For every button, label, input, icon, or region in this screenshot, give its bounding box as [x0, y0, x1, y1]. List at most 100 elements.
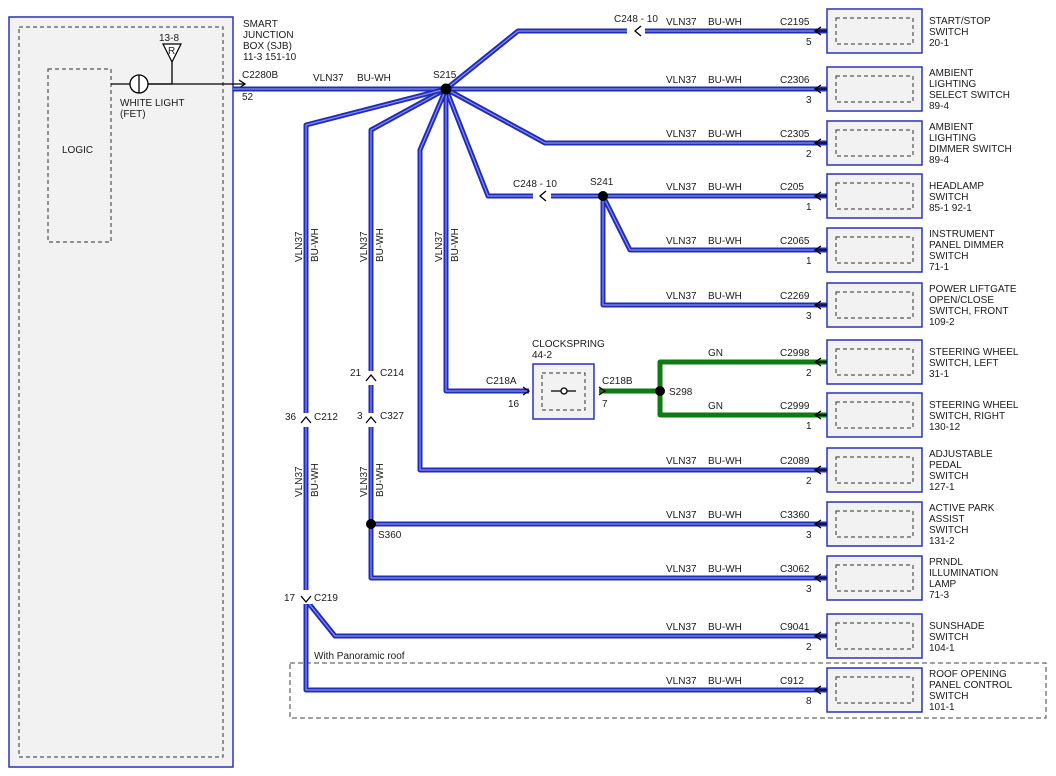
clockspring-title: CLOCKSPRING [532, 339, 605, 350]
c327-label: C327 [380, 411, 404, 422]
inline-connector-c248-mid: C248 - 10 [513, 179, 557, 202]
component-name-line: ASSIST [929, 514, 965, 525]
smart-junction-box: LOGIC R 13-8 WHITE LIGHT (FET) SMART JUN… [8, 16, 297, 768]
clockspring-right-pin: 7 [602, 399, 608, 410]
wire-core [305, 599, 827, 637]
inline-connector-c214: C214 21 [350, 368, 404, 385]
c248-top-label: C248 - 10 [614, 14, 658, 25]
component-name-line: PRNDL [929, 557, 963, 568]
component-name-line: HEADLAMP [929, 181, 984, 192]
component-inner [835, 17, 914, 45]
c248-mid-label: C248 - 10 [513, 179, 557, 190]
component-wire-color: BU-WH [708, 564, 742, 575]
component-pin: 5 [806, 37, 812, 48]
component-name-line: 31-1 [929, 369, 949, 380]
splice-s241-label: S241 [590, 177, 614, 188]
vlabel-d-color: BU-WH [310, 463, 321, 497]
ref-page: 13-8 [159, 33, 179, 44]
output-label-line2: (FET) [120, 109, 146, 120]
component-connector: C9041 [780, 622, 810, 633]
main-wire-circuit: VLN37 [313, 73, 344, 84]
output-label-line1: WHITE LIGHT [120, 98, 184, 109]
component-name-line: SWITCH [929, 192, 968, 203]
component-name-line: SWITCH [929, 251, 968, 262]
component-wire-circuit: VLN37 [666, 182, 697, 193]
component-inner [835, 564, 914, 592]
component-wire-color: BU-WH [708, 236, 742, 247]
c248-top-icon [633, 25, 642, 37]
component-name-line: 20-1 [929, 38, 949, 49]
component-connector: C3062 [780, 564, 810, 575]
inline-connector-c219: C219 17 [284, 590, 338, 604]
wire-core [445, 89, 529, 392]
component-name-line: SWITCH [929, 691, 968, 702]
component-name-line: 71-3 [929, 590, 949, 601]
component-name-line: LIGHTING [929, 133, 976, 144]
component-connector: C2089 [780, 456, 810, 467]
component-wire-circuit: VLN37 [666, 17, 697, 28]
vlabel-b-circuit: VLN37 [359, 231, 370, 262]
splice-s215 [440, 83, 452, 95]
wire-segment [304, 598, 827, 639]
component-name-line: 101-1 [929, 702, 955, 713]
component-inner [835, 348, 914, 376]
c214-gap [365, 371, 377, 385]
c248-mid-gap [533, 190, 551, 202]
splice-s215-label: S215 [433, 70, 457, 81]
component-pin: 3 [806, 311, 812, 322]
component-connector: C912 [780, 676, 804, 687]
wire-segment [444, 86, 827, 146]
clockspring: CLOCKSPRING 44-2 C218A 16 C218B 7 [486, 339, 633, 420]
component-name-line: SWITCH, FRONT [929, 306, 1008, 317]
component-wire-circuit: VLN37 [666, 236, 697, 247]
clockspring-left-conn-icon [522, 386, 531, 396]
component-box [826, 613, 923, 659]
wire-core [370, 88, 827, 579]
component-inner [835, 676, 914, 704]
wire-core [445, 88, 827, 144]
component-inner [835, 291, 914, 319]
vlabel-b-color: BU-WH [375, 228, 386, 262]
component-inner [835, 622, 914, 650]
component-connector: C205 [780, 182, 804, 193]
component-wire-color: BU-WH [708, 510, 742, 521]
component-name-line: AMBIENT [929, 68, 973, 79]
component-pin: 2 [806, 476, 812, 487]
component-connector: C2306 [780, 75, 810, 86]
c219-pin: 17 [284, 593, 296, 604]
component-connector: C2305 [780, 129, 810, 140]
c219-gap [300, 590, 312, 604]
vlabel-e-circuit: VLN37 [359, 466, 370, 497]
c214-label: C214 [380, 368, 404, 379]
component-inner [835, 129, 914, 157]
vlabel-c-circuit: VLN37 [434, 231, 445, 262]
component-name-line: PANEL CONTROL [929, 680, 1013, 691]
component-name-line: SWITCH [929, 525, 968, 536]
component-wire-color: BU-WH [708, 129, 742, 140]
component-name-line: DIMMER SWITCH [929, 144, 1012, 155]
component-connector: C2065 [780, 236, 810, 247]
component-wire-color: BU-WH [708, 291, 742, 302]
clockspring-left-pin: 16 [508, 399, 520, 410]
component-name-line: STEERING WHEEL [929, 400, 1019, 411]
logic-label: LOGIC [62, 145, 93, 156]
vlabel-c-color: BU-WH [450, 228, 461, 262]
component-inner [835, 456, 914, 484]
wire-segment [444, 28, 827, 91]
component-wire-circuit: VLN37 [666, 75, 697, 86]
optional-label: With Panoramic roof [314, 651, 405, 662]
inline-connector-c327: C327 3 [357, 411, 404, 427]
component-wire-circuit: VLN37 [666, 510, 697, 521]
c212-gap [300, 413, 312, 427]
component-wire-color: BU-WH [708, 456, 742, 467]
component-wire-circuit: VLN37 [666, 456, 697, 467]
component-name-line: 104-1 [929, 643, 955, 654]
component-box [826, 501, 923, 547]
